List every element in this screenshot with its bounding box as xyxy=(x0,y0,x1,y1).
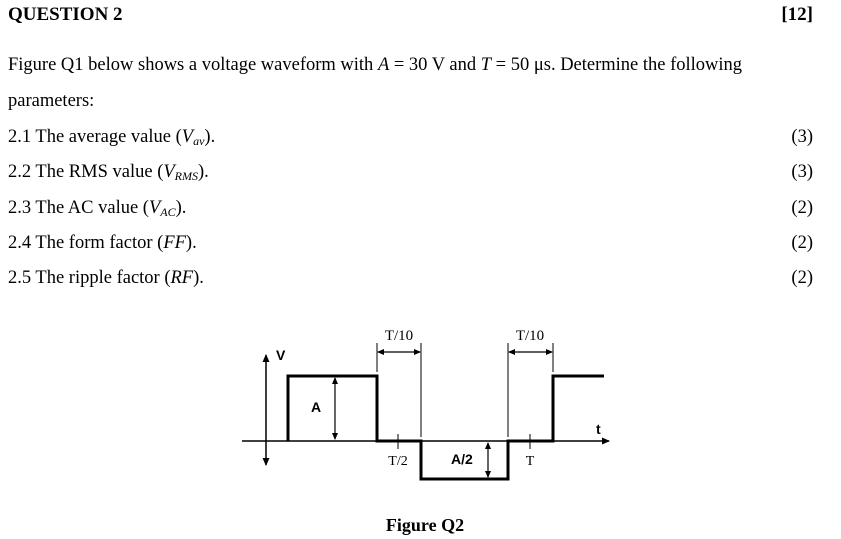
marks-2-4: (2) xyxy=(791,233,813,253)
item-number: 2.4 xyxy=(8,233,32,253)
marks-2-1: (3) xyxy=(791,127,813,147)
question-item-2-1: 2.1 The average value (Vav). xyxy=(8,127,215,149)
marks-2-3: (2) xyxy=(791,198,813,218)
item-variable: V xyxy=(181,127,194,147)
item-variable: RF xyxy=(170,268,194,288)
item-number: 2.2 xyxy=(8,162,32,182)
item-number: 2.5 xyxy=(8,268,32,288)
item-close: ). xyxy=(193,268,204,288)
label-half-amplitude: A/2 xyxy=(451,451,473,467)
intro-line-2: parameters: xyxy=(8,91,95,111)
question-item-2-4: 2.4 The form factor (FF). xyxy=(8,233,197,254)
item-number: 2.3 xyxy=(8,198,32,218)
item-subscript: av xyxy=(193,134,205,148)
label-v-axis: V xyxy=(276,347,286,363)
item-subscript: AC xyxy=(160,205,176,219)
marks-2-5: (2) xyxy=(791,268,813,288)
intro-line-1: Figure Q1 below shows a voltage waveform… xyxy=(8,55,742,76)
item-close: ). xyxy=(185,233,197,253)
item-variable: FF xyxy=(163,233,186,253)
label-t10-right: T/10 xyxy=(516,328,544,344)
symbol-t: T xyxy=(480,55,492,75)
item-text: The form factor ( xyxy=(31,233,164,253)
item-text: The RMS value ( xyxy=(31,162,164,182)
item-number: 2.1 xyxy=(8,127,32,147)
marks-2-2: (3) xyxy=(791,162,813,182)
label-amplitude: A xyxy=(311,399,321,415)
item-close: ). xyxy=(198,162,209,182)
label-t-period: T xyxy=(526,454,535,469)
item-close: ). xyxy=(204,127,216,147)
label-t-axis: t xyxy=(596,421,601,437)
question-item-2-5: 2.5 The ripple factor (RF). xyxy=(8,268,204,289)
item-text: The average value ( xyxy=(31,127,182,147)
question-title: QUESTION 2 xyxy=(8,4,123,25)
question-item-2-3: 2.3 The AC value (VAC). xyxy=(8,198,186,220)
item-text: The AC value ( xyxy=(31,198,149,218)
figure-caption: Figure Q2 xyxy=(386,515,464,535)
label-t-half: T/2 xyxy=(388,454,407,469)
intro-text-b: = 30 V and xyxy=(389,55,481,75)
question-item-2-2: 2.2 The RMS value (VRMS). xyxy=(8,162,209,184)
intro-text-c: = 50 μs. Determine the following xyxy=(491,55,743,75)
label-t10-left: T/10 xyxy=(385,328,413,344)
item-close: ). xyxy=(175,198,187,218)
symbol-a: A xyxy=(377,55,390,75)
total-marks: [12] xyxy=(781,4,813,25)
item-subscript: RMS xyxy=(174,169,198,183)
voltage-waveform xyxy=(286,374,604,481)
item-variable: V xyxy=(148,198,161,218)
intro-text-a: Figure Q1 below shows a voltage waveform… xyxy=(8,55,378,75)
item-variable: V xyxy=(163,162,175,182)
item-text: The ripple factor ( xyxy=(31,268,171,288)
